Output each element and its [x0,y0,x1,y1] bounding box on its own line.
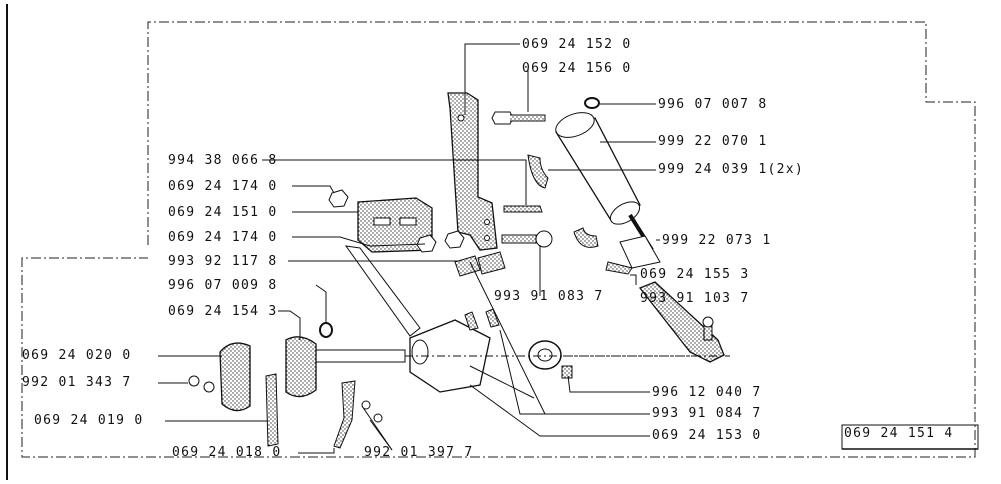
screw-head [535,230,553,248]
part-label-993-91-103-7: 993 91 103 7 [640,291,750,306]
socket-screw [501,234,537,244]
strip [265,373,279,447]
block-bore [411,339,429,365]
part-label-992-01-343-7: 992 01 343 7 [22,375,132,390]
hex-nut [416,234,437,253]
screw-set [454,255,481,277]
part-label-999-22-070-1: 999 22 070 1 [658,134,768,149]
bracket-hole [457,114,465,122]
lever-arm [638,281,725,363]
assembly-number: 069 24 151 4 [844,426,954,441]
part-label-069-24-153-0: 069 24 153 0 [652,428,762,443]
small-bracket [333,380,356,449]
collar-bore [537,348,553,362]
part-label-993-92-117-8: 993 92 117 8 [168,254,278,269]
cam-plate [219,342,251,412]
screw-head [203,381,215,393]
plate-slot [373,217,391,226]
part-label-069-24-020-0: 069 24 020 0 [22,348,132,363]
shaft-flange [285,336,317,398]
bracket-hole [484,219,490,225]
part-label-993-91-084-7: 993 91 084 7 [652,406,762,421]
part-label-992-01-397-7: 992 01 397 7 [364,445,474,460]
screw-head [188,375,200,387]
part-label-996-07-007-8: 996 07 007 8 [658,97,768,112]
stud [503,205,543,213]
bracket-hole [484,235,490,241]
plate-slot [399,217,417,226]
part-label-996-12-040-7: 996 12 040 7 [652,385,762,400]
set-screw [561,365,573,379]
elbow-fitting [527,154,549,189]
screw-head [361,400,371,410]
shaft [309,349,406,363]
screw-head [373,413,383,423]
clevis [619,235,661,269]
spring-washer [319,322,333,338]
part-label-996-07-009-8: 996 07 009 8 [168,278,278,293]
part-label-999-22-073-1: 999 22 073 1 [662,233,772,248]
part-label-069-24-018-0: 069 24 018 0 [172,445,282,460]
hex-bolt [491,111,514,125]
part-label-993-91-083-7: 993 91 083 7 [494,289,604,304]
hex-nut [444,230,465,249]
assembly-boundary [21,21,976,458]
elbow-fitting [573,227,599,248]
washer [584,97,600,109]
connecting-rod [344,245,421,337]
part-label-069-24-174-0-b: 069 24 174 0 [168,230,278,245]
hex-nut [328,189,349,208]
pneumatic-cylinder [555,112,654,252]
part-label-069-24-152-0: 069 24 152 0 [522,37,632,52]
part-label-994-38-066-8: 994 38 066 8 [168,153,278,168]
part-label-069-24-151-0: 069 24 151 0 [168,205,278,220]
part-label-999-24-039-1: 999 24 039 1(2x) [658,162,805,177]
part-label-069-24-019-0: 069 24 019 0 [34,413,144,428]
pin [605,261,633,275]
part-label-069-24-154-3: 069 24 154 3 [168,304,278,319]
leader-lines [158,43,660,454]
screw-set [477,251,506,275]
screw-head [702,316,714,328]
part-label-069-24-155-3: 069 24 155 3 [640,267,750,282]
part-label-069-24-156-0: 069 24 156 0 [522,61,632,76]
socket-screw [485,308,500,328]
vertical-bracket [447,92,498,251]
bolt-shaft [510,114,546,122]
socket-screw [464,311,479,331]
part-label-069-24-174-0-a: 069 24 174 0 [168,179,278,194]
